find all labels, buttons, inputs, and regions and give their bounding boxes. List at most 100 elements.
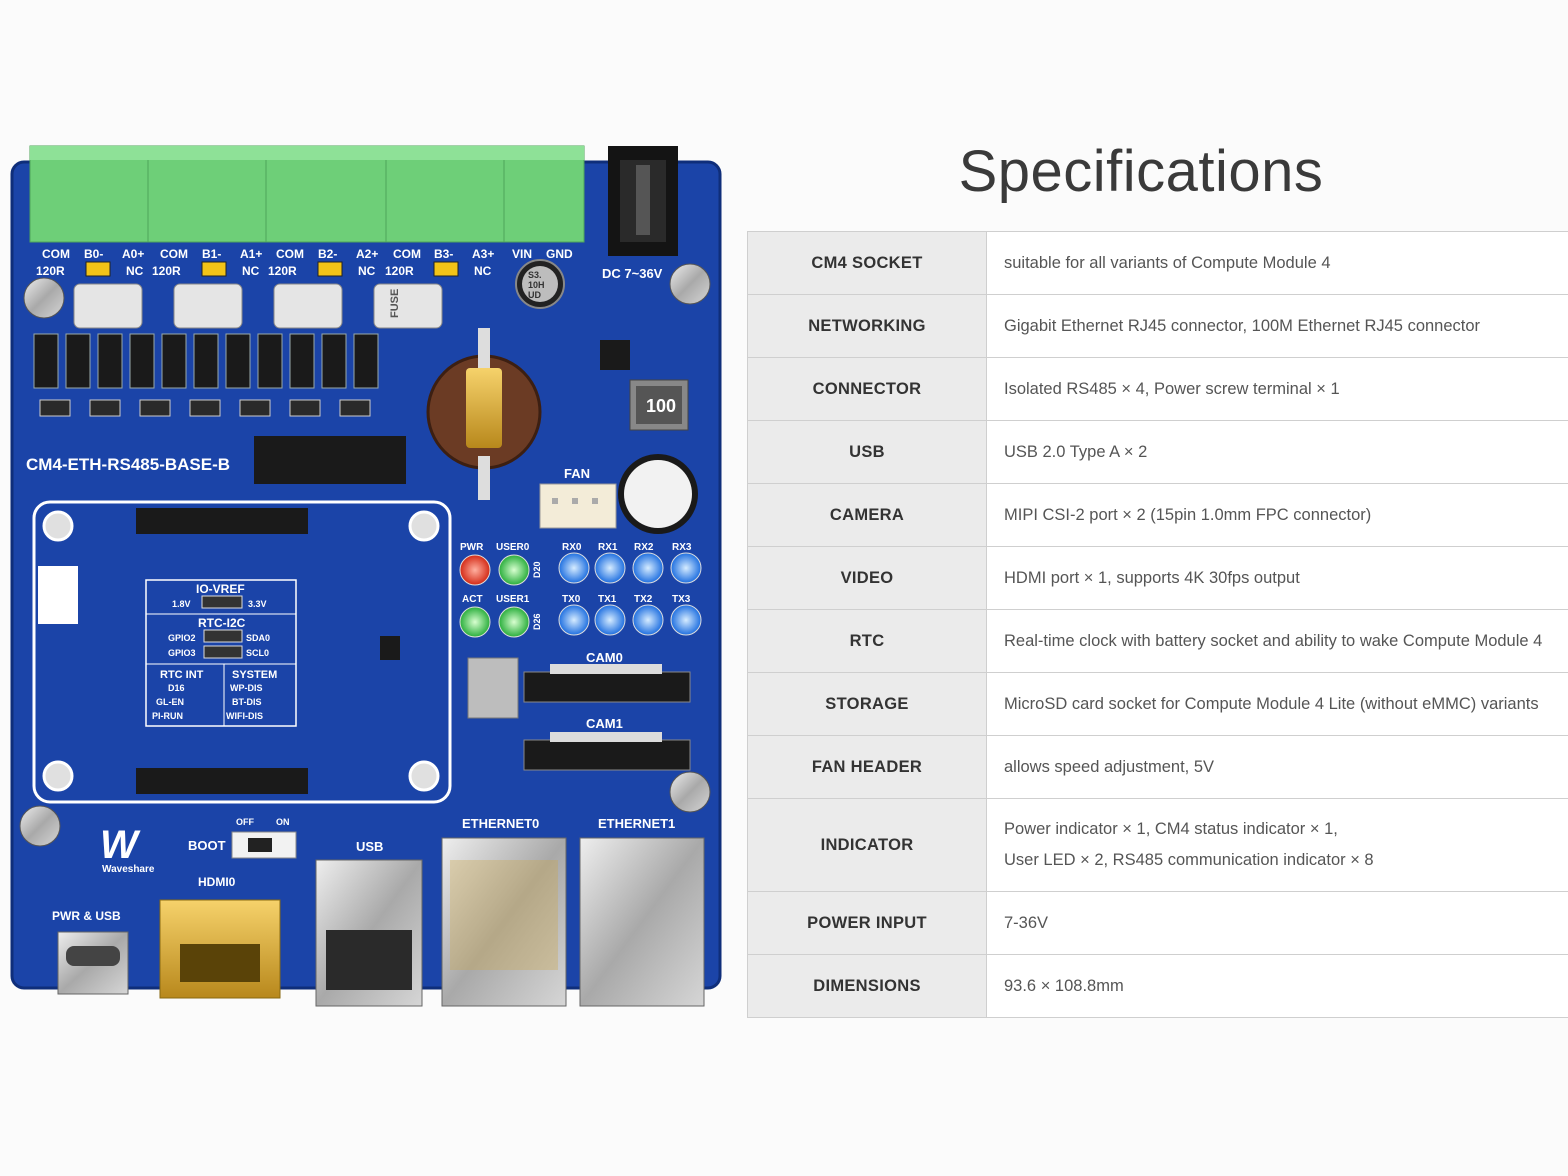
spec-key: CAMERA — [747, 483, 987, 547]
svg-text:GL-EN: GL-EN — [156, 697, 184, 707]
svg-text:TX1: TX1 — [598, 594, 617, 605]
terminal-label: A1+ — [240, 247, 262, 261]
dc-label: DC 7~36V — [602, 266, 663, 281]
svg-text:UD: UD — [528, 290, 541, 300]
svg-text:CAM1: CAM1 — [586, 716, 623, 731]
terminal-label: A2+ — [356, 247, 378, 261]
spec-key: POWER INPUT — [747, 891, 987, 955]
svg-text:100: 100 — [646, 396, 676, 416]
svg-text:10H: 10H — [528, 280, 545, 290]
svg-text:RX3: RX3 — [672, 542, 692, 553]
spec-key: CONNECTOR — [747, 357, 987, 421]
spec-row: STORAGE MicroSD card socket for Compute … — [747, 672, 1568, 736]
hdmi-label: HDMI0 — [198, 875, 236, 889]
svg-text:SCL0: SCL0 — [246, 648, 269, 658]
spec-row: POWER INPUT 7-36V — [747, 891, 1568, 955]
spec-key: NETWORKING — [747, 294, 987, 358]
rtc-battery-holder — [426, 328, 542, 500]
spec-value: Real-time clock with battery socket and … — [986, 609, 1568, 673]
board-photo: COM B0- A0+ COM B1- A1+ COM B2- A2+ COM … — [10, 145, 722, 1007]
fan-header — [539, 483, 617, 529]
terminal-label: COM — [276, 247, 304, 261]
config-block: IO-VREF 1.8V 3.3V RTC-I2C GPIO2 GPIO3 SD… — [145, 579, 297, 727]
svg-text:RX1: RX1 — [598, 542, 618, 553]
svg-text:WP-DIS: WP-DIS — [230, 683, 263, 693]
svg-text:S3.: S3. — [528, 270, 542, 280]
nc-label: NC — [242, 264, 260, 278]
spec-row: VIDEO HDMI port × 1, supports 4K 30fps o… — [747, 546, 1568, 610]
hdmi-port — [159, 899, 281, 999]
ethernet0-port — [441, 837, 567, 1007]
spec-key: STORAGE — [747, 672, 987, 736]
spec-key: CM4 SOCKET — [747, 231, 987, 295]
waveshare-logo: W Waveshare — [100, 823, 155, 875]
model-label: CM4-ETH-RS485-BASE-B — [26, 455, 230, 474]
buzzer — [618, 454, 698, 534]
dc-jack — [608, 146, 678, 256]
terminal-label: COM — [160, 247, 188, 261]
svg-text:CAM0: CAM0 — [586, 650, 623, 665]
ethernet0-label: ETHERNET0 — [462, 816, 539, 831]
nc-label: NC — [358, 264, 376, 278]
spec-key: FAN HEADER — [747, 735, 987, 799]
svg-text:SYSTEM: SYSTEM — [232, 669, 277, 681]
svg-text:RX0: RX0 — [562, 542, 582, 553]
ics — [254, 340, 630, 660]
spec-row: USB USB 2.0 Type A × 2 — [747, 420, 1568, 484]
svg-text:D20: D20 — [532, 561, 542, 578]
spec-row: NETWORKING Gigabit Ethernet RJ45 connect… — [747, 294, 1568, 358]
svg-text:USER1: USER1 — [496, 594, 530, 605]
surge-protectors — [73, 283, 443, 329]
svg-text:TX2: TX2 — [634, 594, 653, 605]
svg-text:D16: D16 — [168, 683, 185, 693]
svg-text:RTC INT: RTC INT — [160, 669, 204, 681]
inductor: 100 — [629, 379, 689, 431]
terminal-label: A0+ — [122, 247, 144, 261]
nc-label: NC — [126, 264, 144, 278]
spec-row: DIMENSIONS 93.6 × 108.8mm — [747, 954, 1568, 1018]
res-label: 120R — [36, 264, 65, 278]
svg-text:GPIO2: GPIO2 — [168, 633, 196, 643]
svg-text:GPIO3: GPIO3 — [168, 648, 196, 658]
ethernet1-label: ETHERNET1 — [598, 816, 675, 831]
terminal-label: VIN — [512, 247, 532, 261]
camera-connectors: CAM0 CAM1 — [467, 650, 691, 771]
svg-text:PI-RUN: PI-RUN — [152, 711, 183, 721]
svg-text:TX3: TX3 — [672, 594, 691, 605]
spec-key: VIDEO — [747, 546, 987, 610]
usb-label: USB — [356, 839, 383, 854]
spec-row: CAMERA MIPI CSI-2 port × 2 (15pin 1.0mm … — [747, 483, 1568, 547]
ethernet1-port — [579, 837, 705, 1007]
spec-row: INDICATOR Power indicator × 1, CM4 statu… — [747, 798, 1568, 892]
res-label: 120R — [152, 264, 181, 278]
terminal-label: COM — [42, 247, 70, 261]
svg-text:Waveshare: Waveshare — [102, 864, 155, 875]
spec-value: MicroSD card socket for Compute Module 4… — [986, 672, 1568, 736]
terminal-label: B1- — [202, 247, 221, 261]
nc-label: NC — [474, 264, 492, 278]
spec-row: FAN HEADER allows speed adjustment, 5V — [747, 735, 1568, 799]
fuse-label: FUSE — [389, 289, 401, 318]
svg-text:USER0: USER0 — [496, 542, 530, 553]
screw-terminals — [29, 145, 585, 243]
specifications-title: Specifications — [958, 139, 1324, 204]
svg-text:RTC-I2C: RTC-I2C — [198, 616, 246, 630]
jumpers — [85, 261, 459, 277]
boot-label: BOOT — [188, 838, 226, 853]
spec-value: allows speed adjustment, 5V — [986, 735, 1568, 799]
res-label: 120R — [268, 264, 297, 278]
leds: PWR USER0 ACT USER1 D20 D26 RX0 RX1 RX2 … — [459, 542, 702, 638]
spec-key: DIMENSIONS — [747, 954, 987, 1018]
spec-row: CM4 SOCKET suitable for all variants of … — [747, 231, 1568, 295]
terminal-labels: COM B0- A0+ COM B1- A1+ COM B2- A2+ COM … — [36, 247, 573, 278]
terminal-label: B2- — [318, 247, 337, 261]
smd-diodes — [33, 333, 379, 389]
spec-value: suitable for all variants of Compute Mod… — [986, 231, 1568, 295]
spec-value: HDMI port × 1, supports 4K 30fps output — [986, 546, 1568, 610]
pwr-usb-label: PWR & USB — [52, 909, 121, 923]
usb-c-port — [57, 931, 129, 995]
svg-text:1.8V: 1.8V — [172, 599, 191, 609]
capacitor: S3. 10H UD — [515, 259, 565, 309]
svg-text:ACT: ACT — [462, 594, 483, 605]
fan-label: FAN — [564, 466, 590, 481]
